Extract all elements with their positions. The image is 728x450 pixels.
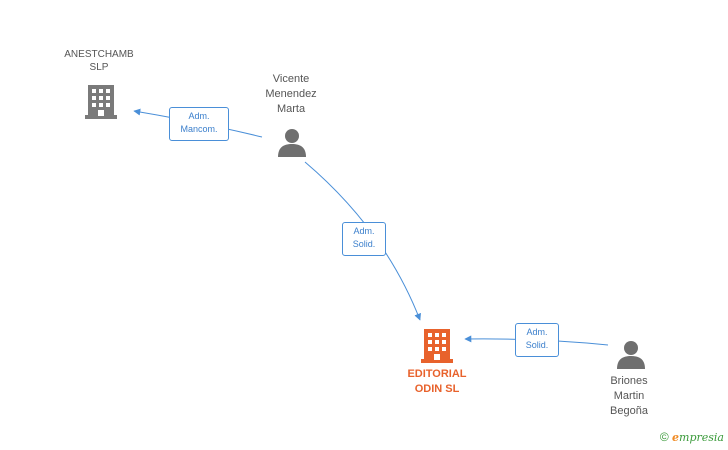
empresia-brand: © empresia [660, 430, 724, 444]
brand-logo: empresia [672, 431, 724, 444]
node-briones-line1: Briones [610, 375, 648, 387]
edge-label-mancom[interactable]: Adm. Mancom. [169, 107, 229, 141]
node-briones-line3: Begoña [610, 405, 648, 417]
node-anestchamb-line2: SLP [89, 62, 109, 73]
edge-label-solid-vicente[interactable]: Adm. Solid. [342, 222, 386, 256]
edge-label-solid-vicente-line2: Solid. [352, 239, 376, 249]
building-icon[interactable] [84, 83, 118, 119]
node-label-anestchamb: ANESTCHAMB SLP [54, 48, 144, 74]
edge-label-solid-briones-line1: Adm. [526, 327, 548, 337]
brand-rest: mpresia [679, 431, 724, 444]
building-main-icon[interactable] [420, 327, 454, 363]
node-anestchamb-line1: ANESTCHAMB [64, 49, 134, 60]
person-icon[interactable] [277, 128, 307, 158]
node-label-editorial: EDITORIAL ODIN SL [390, 367, 484, 397]
node-vicente-line2: Menendez [265, 88, 317, 100]
edge-label-solid-vicente-line1: Adm. [353, 226, 375, 236]
node-vicente-line1: Vicente [272, 73, 310, 85]
brand-initial: e [672, 431, 680, 444]
edge-label-solid-briones-line2: Solid. [525, 340, 549, 350]
node-vicente-line3: Marta [276, 103, 306, 115]
node-briones-line2: Martin [613, 390, 645, 402]
node-label-briones: Briones Martin Begoña [584, 374, 674, 419]
edge-label-solid-briones[interactable]: Adm. Solid. [515, 323, 559, 357]
edge-label-mancom-line1: Adm. [188, 111, 210, 121]
node-editorial-line1: EDITORIAL [407, 368, 467, 380]
edge-label-mancom-line2: Mancom. [180, 124, 218, 134]
person-icon[interactable] [616, 340, 646, 370]
node-label-vicente: Vicente Menendez Marta [246, 72, 336, 117]
copyright-symbol: © [659, 430, 669, 444]
node-editorial-line2: ODIN SL [414, 383, 460, 395]
